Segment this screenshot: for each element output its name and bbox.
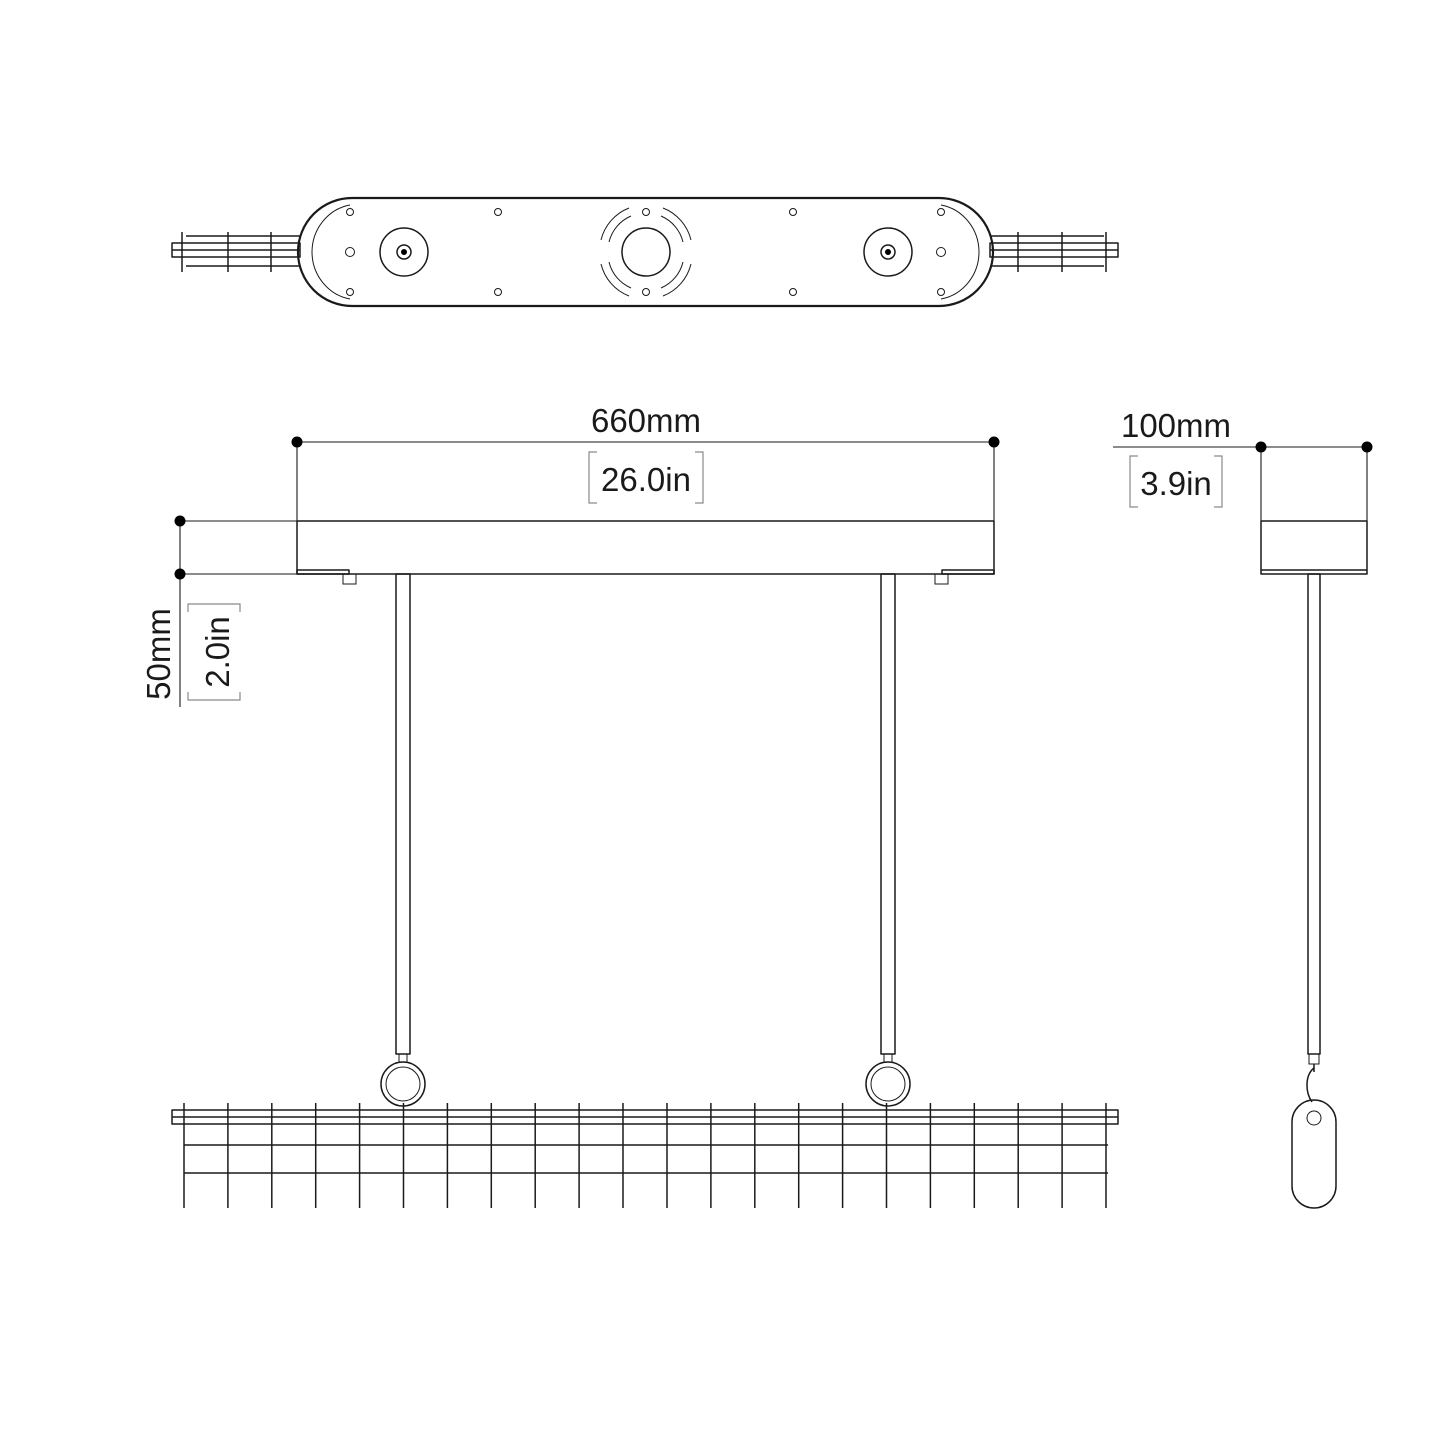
top-view-right-rod <box>989 232 1119 272</box>
top-view-screw-holes <box>345 208 946 296</box>
top-view-canopy <box>296 196 995 308</box>
front-view-right-cable <box>865 573 911 1107</box>
depth-mm-label: 100mm <box>1121 407 1231 444</box>
depth-in-label: 3.9in <box>1140 465 1212 502</box>
width-in-label: 26.0in <box>601 461 691 498</box>
top-view-left-grip <box>379 227 429 277</box>
side-view <box>1260 520 1368 1209</box>
top-view-left-rod <box>171 232 301 272</box>
front-view-left-cable <box>380 573 426 1107</box>
height-in-label: 2.0in <box>199 616 236 688</box>
front-view-rack <box>171 1103 1119 1208</box>
front-view-canopy <box>296 520 995 575</box>
dimension-depth: 100mm 3.9in <box>1113 407 1373 521</box>
height-mm-label: 50mm <box>140 608 177 700</box>
top-view <box>171 196 1119 308</box>
dimension-width: 660mm 26.0in <box>291 402 1000 521</box>
top-view-center-junction <box>600 207 692 297</box>
front-view <box>171 520 1119 1208</box>
top-view-right-grip <box>863 227 913 277</box>
side-view-canopy <box>1260 520 1368 575</box>
side-view-pendant-tag <box>1291 1099 1337 1209</box>
width-mm-label: 660mm <box>591 402 701 439</box>
dimension-height: 50mm 2.0in <box>140 515 297 707</box>
